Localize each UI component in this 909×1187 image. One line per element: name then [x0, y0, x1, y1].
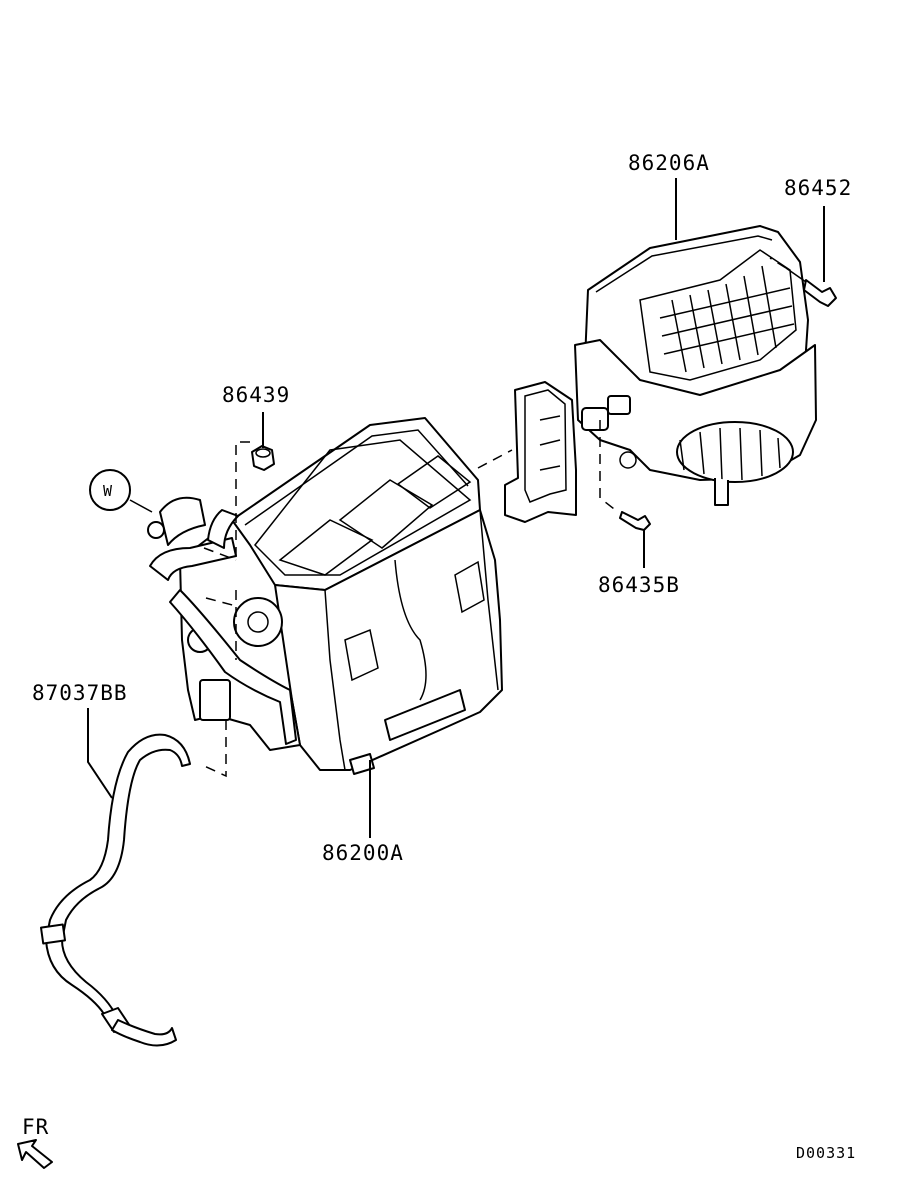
callout-86200a: 86200A — [322, 841, 404, 865]
callout-86439: 86439 — [222, 383, 290, 407]
w-marker-label: W — [103, 482, 113, 500]
front-arrow-icon — [17, 1139, 53, 1169]
blower-unit-drawing[interactable] — [504, 225, 817, 523]
nut-86439-drawing[interactable] — [251, 445, 275, 471]
leader-w — [129, 499, 153, 513]
callout-86452: 86452 — [784, 176, 852, 200]
screw-86435b-drawing[interactable] — [619, 511, 651, 531]
callout-86206a: 86206A — [628, 151, 710, 175]
drain-hose-drawing[interactable] — [39, 733, 191, 1047]
drawing-code: D00331 — [796, 1144, 856, 1162]
callout-87037bb: 87037BB — [32, 681, 128, 705]
front-label: FR — [22, 1115, 49, 1139]
leader-87037bb — [87, 708, 113, 799]
screw-86452-drawing[interactable] — [785, 267, 837, 307]
heater-unit-drawing[interactable] — [147, 417, 503, 775]
w-marker: W — [89, 469, 131, 511]
front-direction-arrow: FR — [17, 1115, 53, 1169]
callout-86435b: 86435B — [598, 573, 680, 597]
assembly-lines — [199, 257, 787, 778]
